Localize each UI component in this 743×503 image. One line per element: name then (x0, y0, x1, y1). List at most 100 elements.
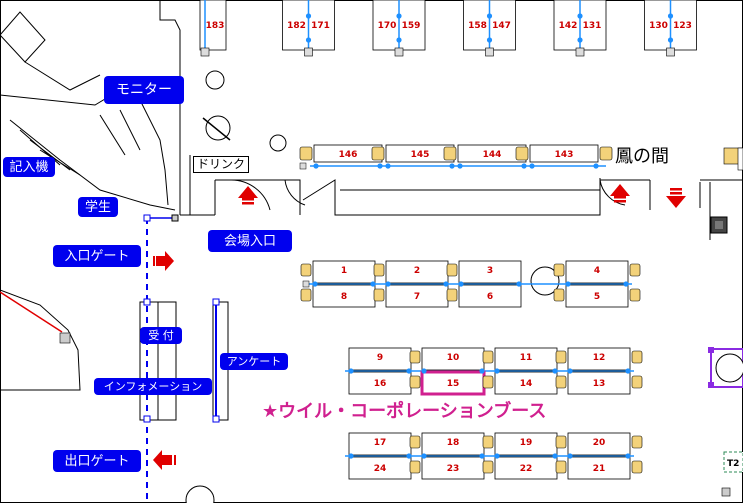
booth-number: 170 (378, 21, 397, 31)
booth-box (567, 432, 631, 456)
chair (631, 460, 643, 474)
chair (482, 460, 494, 474)
chair (482, 375, 494, 389)
booth-number: 130 (649, 21, 668, 31)
booth-number: 1 (341, 266, 347, 276)
booth-number: 2 (414, 266, 420, 276)
booth: 27 (373, 260, 449, 308)
chair (409, 435, 421, 449)
node-dot (396, 37, 402, 43)
chair (482, 435, 494, 449)
booth: 18 (300, 260, 376, 308)
node-dot (312, 281, 318, 287)
chair (446, 263, 458, 277)
node-dot (348, 453, 354, 459)
booth: 36 (446, 260, 522, 308)
node-dot (479, 453, 485, 459)
left-corridor (0, 0, 216, 391)
booth-box (565, 260, 629, 284)
node-dot (370, 281, 376, 287)
booth-number: 17 (374, 438, 387, 448)
booth-number: 131 (583, 21, 602, 31)
booth: 45 (553, 260, 629, 308)
node-dot (552, 453, 558, 459)
booth-number: 3 (487, 266, 493, 276)
mid-booth-row: 146 145 144 143 (299, 144, 613, 170)
node-dot (396, 13, 402, 19)
drink-label: ドリンク (193, 156, 250, 173)
booth-box (567, 347, 631, 371)
node-dot (421, 368, 427, 374)
booth-number: 142 (559, 21, 578, 31)
student-label: 学生 (78, 197, 118, 217)
node-dot (406, 453, 412, 459)
node-dot (623, 281, 629, 287)
node-dot (667, 37, 674, 43)
chair (553, 288, 565, 302)
chair (599, 146, 613, 161)
node-dot (313, 163, 319, 169)
register-label: 記入機 (3, 157, 55, 177)
node-dot (406, 368, 412, 374)
chair (515, 146, 529, 161)
node-dot (449, 163, 455, 169)
booth-number: 10 (447, 353, 460, 363)
node-dot (567, 453, 573, 459)
node-dot (667, 13, 674, 19)
node-dot (305, 37, 312, 43)
down-arrow-icon (666, 188, 686, 208)
node-dot (385, 281, 391, 287)
node-dot (494, 368, 500, 374)
node-dot (521, 163, 527, 169)
node-dot (457, 163, 463, 169)
booth-number: 9 (377, 353, 383, 363)
chair (299, 146, 313, 161)
booth-number: 23 (447, 464, 460, 474)
up-arrow-icon (238, 186, 258, 205)
chair (300, 288, 312, 302)
chair (629, 263, 641, 277)
node-dot (577, 37, 583, 43)
chair (409, 375, 421, 389)
booth: 916 (348, 347, 412, 395)
node-dot (567, 368, 573, 374)
chair (373, 263, 385, 277)
node-dot (552, 368, 558, 374)
booth: 146 (299, 144, 383, 169)
booth-number: 145 (411, 150, 430, 160)
booth-number: 14 (520, 379, 533, 389)
entrance-arrow-icon (153, 251, 174, 271)
node-dot (529, 163, 535, 169)
exit-arrow-icon (153, 450, 176, 470)
top-booth-pair: 142 131 (553, 0, 607, 57)
node-dot (479, 368, 485, 374)
survey-label: アンケート (220, 353, 288, 370)
node-dot (348, 368, 354, 374)
booth: 143 (515, 144, 599, 169)
booth-number: 143 (555, 150, 574, 160)
chair (409, 350, 421, 364)
entrance-gate-label: 入口ゲート (53, 245, 141, 267)
chair (373, 288, 385, 302)
booth-number: 182 (287, 21, 306, 31)
booth-number: 4 (594, 266, 600, 276)
hall-name: 鳳の間 (615, 146, 669, 167)
red-line (0, 291, 63, 333)
booth: 144 (443, 144, 527, 169)
booth-box (567, 456, 631, 480)
t2-label: T2 (727, 459, 739, 469)
booth-number: 5 (594, 292, 600, 302)
booth-number: 19 (520, 438, 533, 448)
